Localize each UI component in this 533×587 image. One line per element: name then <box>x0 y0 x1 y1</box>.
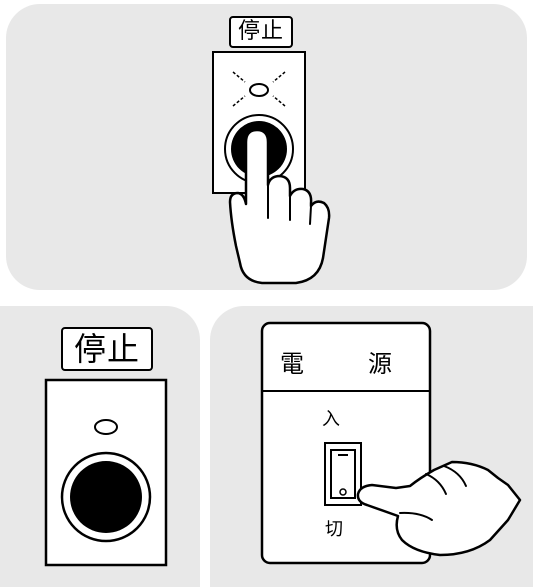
stop-button <box>70 461 142 533</box>
stop-label-top: 停止 <box>229 16 293 48</box>
indicator-lamp-icon <box>94 419 118 435</box>
stop-label: 停止 <box>61 327 153 371</box>
indicator-lamp-lit-icon <box>249 83 269 97</box>
on-label: 入 <box>322 409 340 430</box>
switching-hand-icon <box>356 460 522 557</box>
rocker-bottom-mark <box>339 488 347 496</box>
finger-creases <box>267 184 312 225</box>
pressing-hand-icon <box>228 128 331 285</box>
lamp-glow-rays-icon <box>232 71 286 107</box>
off-label: 切 <box>325 519 343 540</box>
power-title: 電 源 <box>280 350 412 378</box>
hand-knuckle-lines <box>399 465 467 521</box>
